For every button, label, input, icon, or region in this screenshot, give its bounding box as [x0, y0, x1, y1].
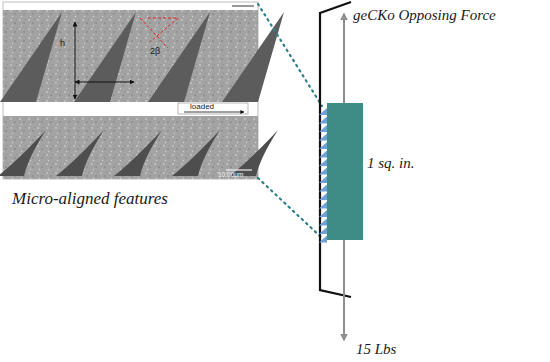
- load-label: 15 Lbs: [356, 341, 396, 358]
- seta: [319, 236, 327, 243]
- seta: [319, 108, 327, 115]
- wedge: [230, 130, 278, 176]
- wedge: [172, 130, 220, 176]
- seta: [319, 134, 327, 141]
- seta: [319, 151, 327, 158]
- seta: [319, 210, 327, 217]
- seta: [319, 227, 327, 234]
- seta: [319, 193, 327, 200]
- caption-label: Micro-aligned features: [12, 189, 168, 209]
- setae: [319, 108, 327, 243]
- area-label: 1 sq. in.: [367, 155, 415, 172]
- wedge: [56, 130, 104, 176]
- force-label: geCKo Opposing Force: [353, 7, 496, 24]
- scale-label: 10.00μm: [218, 171, 243, 178]
- wedge: [74, 12, 136, 102]
- leader-line: [258, 4, 322, 106]
- load-direction-label: loaded: [190, 102, 214, 111]
- wedge: [0, 12, 62, 102]
- wedge: [148, 12, 210, 102]
- seta: [319, 125, 327, 132]
- wedge: [222, 12, 284, 102]
- seta: [319, 142, 327, 149]
- micrograph: [0, 2, 284, 179]
- wedge: [0, 130, 46, 176]
- wedge: [114, 130, 162, 176]
- seta: [319, 176, 327, 183]
- angle-label: 2β: [150, 46, 160, 56]
- leader-line: [258, 178, 322, 238]
- dimension-label: h: [60, 38, 65, 48]
- seta: [319, 185, 327, 192]
- seta: [319, 219, 327, 226]
- seta: [319, 117, 327, 124]
- seta: [319, 168, 327, 175]
- seta: [319, 202, 327, 209]
- seta: [319, 159, 327, 166]
- adhesive-pad: 1 sq. in.: [327, 103, 363, 240]
